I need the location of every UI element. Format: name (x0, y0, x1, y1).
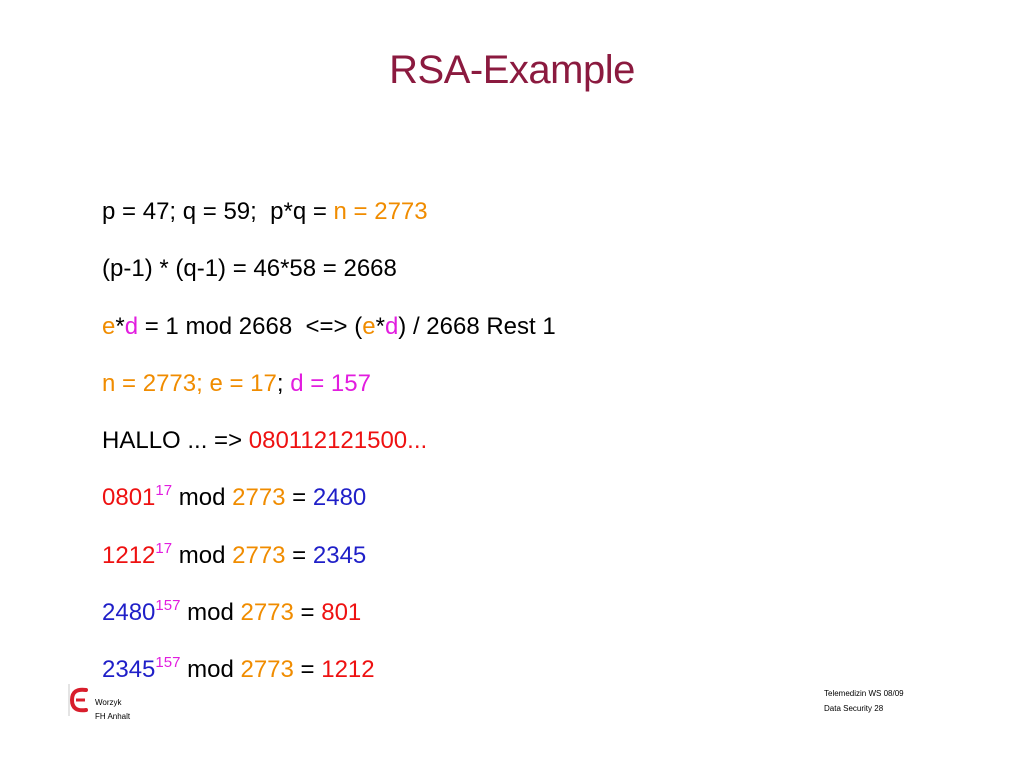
slide-title: RSA-Example (389, 48, 635, 92)
text-run: mod (172, 484, 233, 512)
slide-body: p = 47; q = 59; p*q = n = 2773 (p-1) * (… (62, 152, 962, 683)
text-run: p = 47; q = 59; p*q = (102, 198, 334, 225)
text-run: d (384, 312, 399, 340)
text-run: 080112121500... (248, 427, 428, 455)
text-run: = (285, 484, 313, 512)
text-run: e (362, 312, 376, 340)
text-run: 1212 (102, 541, 156, 569)
text-run: 2773 (240, 599, 294, 627)
text-run: mod (180, 599, 241, 627)
text-run: ; (276, 369, 291, 397)
line-keys: n = 2773; e = 17; d = 157 (62, 324, 962, 397)
line-message: HALLO ... => 080112121500... (62, 381, 962, 454)
text-run: 2345 (312, 541, 367, 569)
footer-topic: Data Security 28 (824, 704, 884, 713)
text-run: 2480 (312, 484, 367, 512)
text-run: ) / 2668 Rest 1 (398, 312, 556, 340)
text-run: 2480 (102, 599, 156, 627)
footer-right: Telemedizin WS 08/09 Data Security 28 (824, 686, 904, 716)
footer-left: Worzyk FH Anhalt (95, 696, 130, 724)
text-run: 801 (321, 599, 362, 627)
text-run: = (293, 656, 322, 684)
line-modulus: p = 47; q = 59; p*q = n = 2773 (62, 152, 962, 225)
line-decrypt-2: 2345157 mod 2773 = 1212 (62, 610, 962, 683)
line-phi: (p-1) * (q-1) = 46*58 = 2668 (62, 209, 962, 282)
text-run: * (375, 312, 385, 340)
text-run: 1212 (321, 656, 375, 684)
line-decrypt-1: 2480157 mod 2773 = 801 (62, 553, 962, 626)
text-run: n = 2773 (333, 198, 428, 225)
exponent: 157 (155, 597, 181, 615)
line-encrypt-1: 080117 mod 2773 = 2480 (62, 438, 962, 511)
footer-course: Telemedizin WS 08/09 (824, 689, 904, 698)
text-run: (p-1) * (q-1) = 46*58 = 2668 (102, 255, 397, 283)
line-ed-condition: e*d = 1 mod 2668 <=> (e*d) / 2668 Rest 1 (62, 267, 962, 340)
text-run: d (124, 312, 139, 340)
text-run: e (102, 312, 116, 340)
text-run: = (293, 599, 322, 627)
text-run: HALLO ... => (102, 427, 249, 455)
text-run: 2345 (102, 656, 156, 684)
text-run: mod (180, 656, 241, 684)
text-run: n = 2773; e = 17 (102, 369, 277, 397)
exponent: 157 (155, 654, 181, 672)
footer-author: Worzyk (95, 698, 122, 707)
text-run: * (115, 312, 125, 340)
text-run: = 1 mod 2668 <=> ( (138, 312, 363, 340)
exponent: 17 (155, 482, 173, 500)
footer-institution: FH Anhalt (95, 712, 131, 721)
text-run: 2773 (240, 656, 294, 684)
text-run: = (285, 541, 313, 569)
line-encrypt-2: 121217 mod 2773 = 2345 (62, 496, 962, 569)
text-run: 2773 (232, 484, 286, 512)
text-run: mod (172, 541, 233, 569)
exponent: 17 (155, 539, 173, 557)
fh-anhalt-logo-icon (66, 682, 90, 718)
text-run: 2773 (232, 541, 286, 569)
text-run: 0801 (102, 484, 156, 512)
text-run: d = 157 (290, 369, 371, 397)
